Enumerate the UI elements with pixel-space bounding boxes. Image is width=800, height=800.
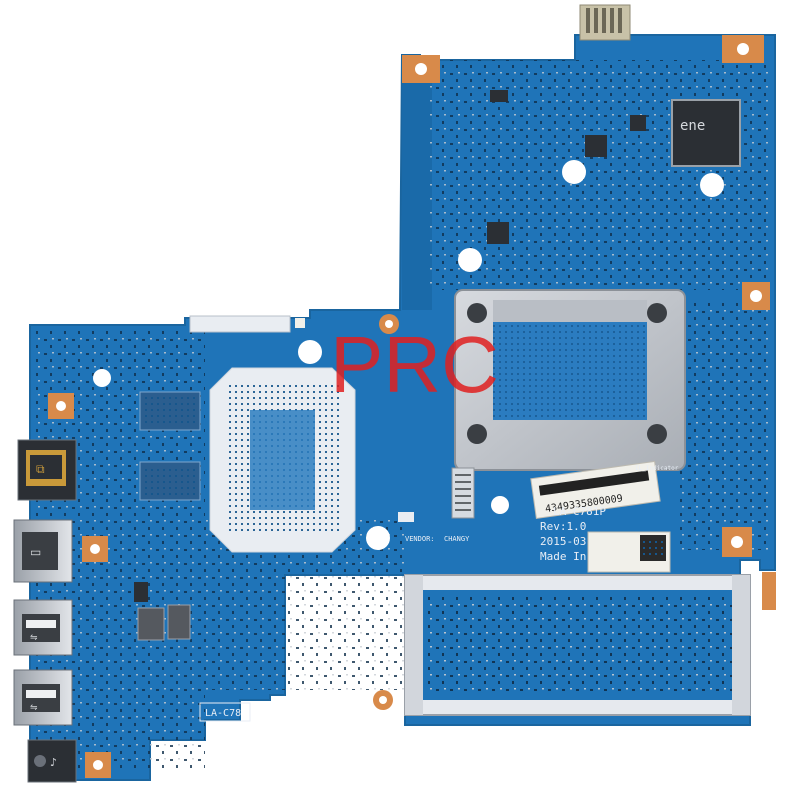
cpu-heat-shield	[454, 289, 686, 471]
mosfet	[134, 582, 148, 602]
vram-pads	[145, 467, 195, 495]
barcode-sticker	[587, 531, 671, 573]
model-box: LA-C78	[199, 702, 251, 722]
board-model-text: LA-C781P	[553, 505, 606, 518]
mounting-tab-bottom-mid	[373, 690, 393, 710]
serial-sticker: 4349335800009	[530, 460, 661, 519]
mounting-tab-right-low	[722, 527, 752, 557]
ic-chip	[487, 222, 509, 244]
vendor-mark-text: CHANGY	[444, 535, 470, 543]
ic-chip	[630, 115, 646, 131]
usb-port-icon: ⇋	[30, 703, 38, 713]
mounting-tab-left-mid	[82, 536, 108, 562]
audio-jack: ♪	[27, 739, 77, 783]
revision-text: Rev:1.0	[540, 520, 586, 533]
ene-chip: ene	[671, 99, 741, 167]
lan-port: ⧉	[17, 439, 77, 501]
mounting-tab-mid	[379, 314, 399, 334]
indicator-text: IL_Indicator	[635, 465, 679, 472]
usb-port: ⇋	[13, 599, 73, 656]
ic-chip	[490, 90, 508, 102]
hdmi-port-icon: ▭	[30, 545, 41, 559]
mounting-tab-bottom-right-corner	[762, 572, 776, 610]
watermark-text: PRC	[330, 320, 499, 409]
gpu-bga-pad	[209, 367, 356, 553]
vram-pads	[145, 397, 195, 425]
model-prefix-text: LA-C78	[205, 708, 241, 719]
made-in-text: Made In	[540, 550, 586, 563]
inductor	[167, 604, 191, 640]
vendor-text: VENDOR:	[405, 535, 435, 543]
audio-jack-icon: ♪	[50, 756, 57, 769]
usb-port: ⇋	[13, 669, 73, 726]
ribbon-connector	[189, 315, 291, 333]
date-text: 2015-03	[540, 535, 586, 548]
small-connector	[398, 512, 414, 522]
ic-chip	[585, 135, 607, 157]
mounting-tab-top-right	[722, 35, 764, 63]
hdmi-port: ▭	[13, 519, 73, 583]
chip-brand-text: ene	[680, 118, 705, 134]
lan-port-icon: ⧉	[36, 462, 45, 476]
pcb-edge	[402, 55, 432, 310]
screw-holes	[93, 160, 724, 550]
ram-slot	[404, 574, 751, 716]
component-area-right	[680, 300, 770, 550]
mounting-tab-left	[48, 393, 74, 419]
mounting-tab-bottom-left	[85, 752, 111, 778]
mounting-tab-right	[742, 282, 770, 310]
mounting-tab-top-left	[402, 55, 440, 83]
fan-connector	[451, 467, 475, 519]
small-connector	[295, 318, 305, 328]
usb-port-icon: ⇋	[30, 633, 38, 643]
inductor	[137, 607, 165, 641]
